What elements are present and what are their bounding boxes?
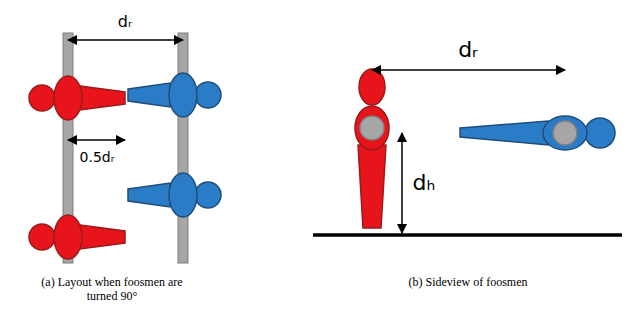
red-foosman [355, 69, 389, 228]
blue-foosman [460, 116, 615, 150]
blue-foosman [128, 73, 221, 117]
dimension-arrow [68, 139, 125, 141]
rod [178, 33, 188, 263]
ground-line [313, 233, 622, 237]
caption: (b) Sideview of foosmen [358, 276, 578, 290]
dimension-label: 0.5dᵣ [80, 149, 115, 165]
blue-foosman [128, 173, 221, 217]
dimension-arrow [372, 69, 565, 71]
dimension-arrow [401, 133, 403, 233]
red-foosman [29, 76, 125, 120]
dimension-arrow [68, 39, 183, 41]
dimension-label: dₕ [413, 170, 436, 195]
dimension-label: dᵣ [118, 13, 132, 31]
caption: (a) Layout when foosmen are turned 90° [32, 276, 192, 304]
dimension-label: dᵣ [458, 37, 478, 62]
red-foosman [29, 215, 125, 259]
